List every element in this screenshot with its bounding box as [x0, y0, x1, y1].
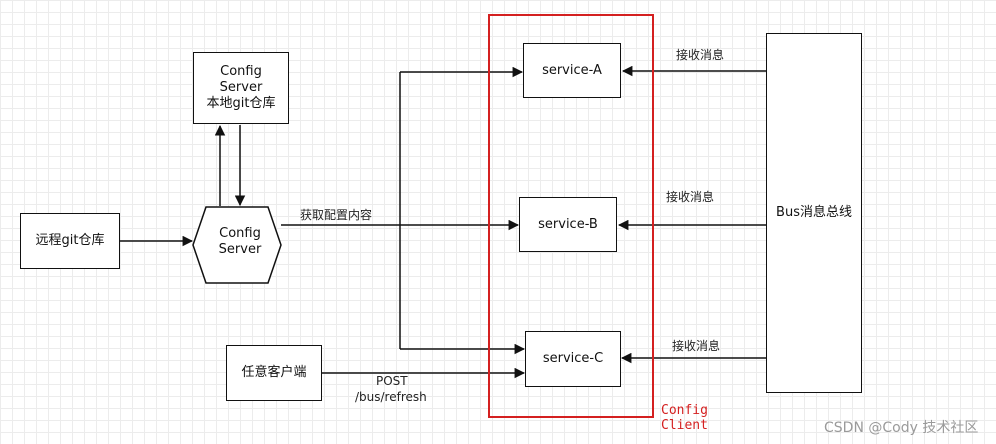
- config-server-local-line2: Server: [219, 80, 263, 95]
- remote-git-node[interactable]: 远程git仓库: [20, 213, 120, 269]
- service-b-label: service-B: [538, 216, 598, 232]
- service-c-node[interactable]: service-C: [525, 331, 621, 387]
- service-a-label: service-A: [542, 62, 602, 78]
- config-client-label: Config Client: [661, 403, 708, 433]
- config-client-group: [488, 14, 654, 418]
- config-server-hex-label: Config Server: [198, 226, 282, 258]
- config-server-local-line3: 本地git仓库: [206, 96, 276, 111]
- post-path-label: /bus/refresh: [355, 390, 427, 404]
- service-c-label: service-C: [542, 351, 604, 366]
- any-client-label: 任意客户端: [241, 365, 307, 380]
- service-a-node[interactable]: service-A: [523, 43, 621, 98]
- remote-git-label: 远程git仓库: [35, 233, 105, 248]
- config-server-hex-line2: Server: [218, 242, 262, 257]
- config-server-local-line1: Config: [220, 64, 262, 79]
- fetch-config-label: 获取配置内容: [300, 208, 373, 222]
- any-client-node[interactable]: 任意客户端: [226, 345, 322, 401]
- receive-c-label: 接收消息: [672, 339, 721, 353]
- bus-label: Bus消息总线: [776, 205, 852, 220]
- post-method-label: POST: [376, 374, 408, 388]
- config-server-hex-line1: Config: [219, 226, 261, 241]
- receive-a-label: 接收消息: [676, 48, 725, 62]
- bus-node[interactable]: Bus消息总线: [766, 33, 862, 393]
- watermark: CSDN @Cody 技术社区: [824, 420, 979, 436]
- receive-b-label: 接收消息: [666, 190, 715, 204]
- config-server-local-git-node[interactable]: Config Server 本地git仓库: [193, 52, 289, 124]
- service-b-node[interactable]: service-B: [519, 197, 617, 252]
